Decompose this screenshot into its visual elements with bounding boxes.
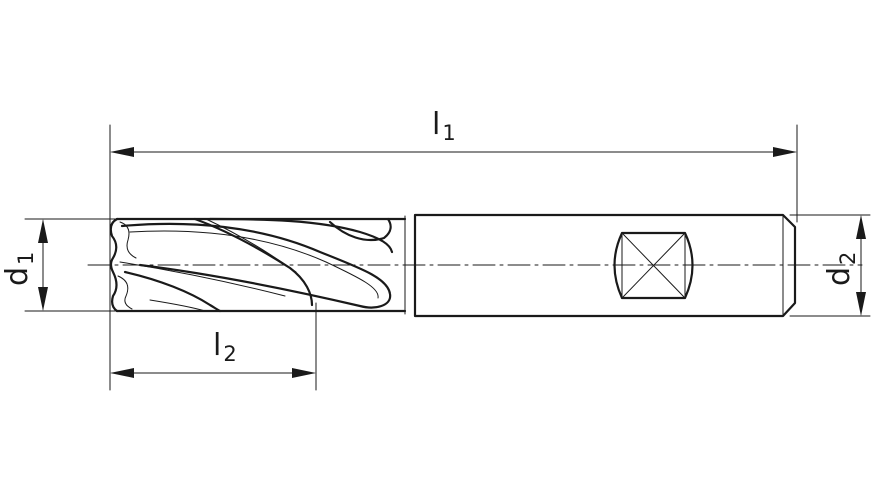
dimension-l1 [110,147,797,157]
helix-flute-1 [120,222,392,309]
flute-runout [328,217,392,242]
label-d1: d1 [0,252,38,286]
arrowhead-d1-bottom [38,287,48,311]
dimension-l2 [110,368,316,378]
arrowhead-l1-right [773,147,797,157]
helix-flute-3 [208,217,394,254]
tip-cutting-edge-1 [119,221,137,259]
arrowhead-d1-top [38,219,48,243]
arrowhead-l2-left [110,368,134,378]
dimension-d1 [38,219,48,311]
shank-flat-diagonal-2 [621,232,686,299]
dimension-d2 [856,215,866,316]
label-l2: l2 [213,328,237,366]
helix-flute-4-land [119,261,286,297]
tool-tip [109,217,119,313]
arrowhead-l1-left [110,147,134,157]
helix-flute-5-land [149,299,206,312]
fluted-section [109,217,407,313]
tip-cutting-edge-2 [117,275,133,310]
shank [404,213,797,318]
arrowhead-l2-right [292,368,316,378]
label-d2: d2 [822,252,860,286]
helix-flute-4 [123,270,222,313]
arrowhead-d2-top [856,215,866,239]
helix-flute-2-land [205,218,297,273]
arrowhead-d2-bottom [856,292,866,316]
helix-flute-1-land [129,230,379,299]
label-l1: l1 [432,107,456,145]
